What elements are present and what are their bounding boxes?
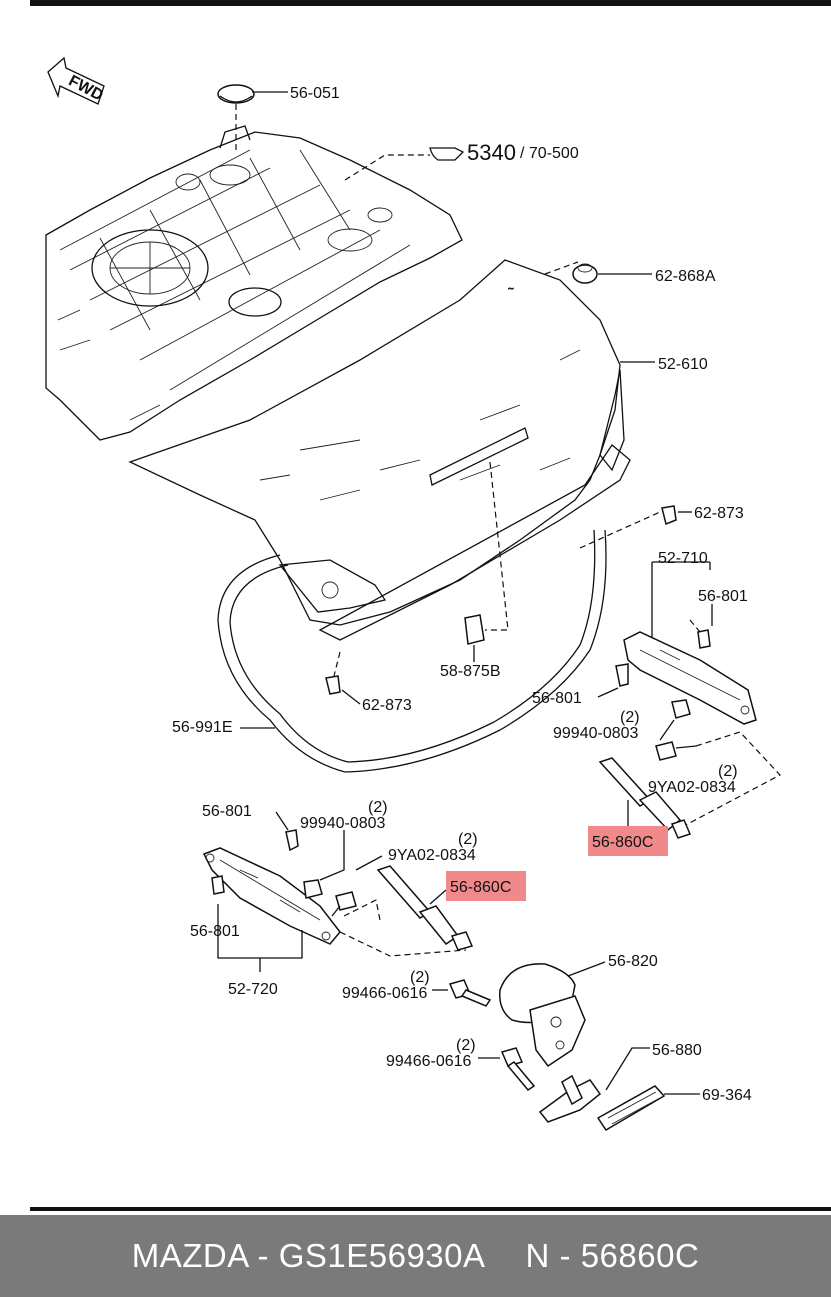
bumper-62-873-upper (579, 505, 692, 549)
label-52-710: 52-710 (658, 550, 708, 567)
cover-69-364 (596, 1085, 700, 1132)
label-56-051: 56-051 (290, 85, 340, 102)
label-99466-b: 99466-0616 (386, 1053, 472, 1070)
qty-9ya02-b: (2) (458, 831, 478, 848)
trunk-lid-drawing: ~ (128, 259, 631, 641)
label-58-875b: 58-875B (440, 663, 501, 680)
fwd-arrow-icon: FWD (47, 56, 106, 105)
label-52-720: 52-720 (228, 981, 278, 998)
label-52-610: 52-610 (658, 356, 708, 373)
hinge-52-720 (202, 811, 467, 972)
footer-bar: MAZDA - GS1E56930A N - 56860C (0, 1215, 831, 1297)
highlight-56-860c-a (588, 826, 668, 856)
label-56-860c-a: 56-860C (592, 834, 653, 851)
footer-brand-part: MAZDA - GS1E56930A (131, 1237, 486, 1274)
qty-99466-b: (2) (456, 1037, 476, 1054)
qty-9ya02-a: (2) (718, 763, 738, 780)
weatherstrip-56-991e (217, 529, 607, 773)
qty-99940-a: (2) (620, 709, 640, 726)
label-70-500: / 70-500 (520, 145, 579, 162)
bumper-62-873-lower (325, 651, 361, 705)
label-69-364: 69-364 (702, 1087, 752, 1104)
latch-56-820 (499, 961, 606, 1068)
label-99940-a: 99940-0803 (553, 725, 639, 742)
label-62-873-b: 62-873 (362, 697, 412, 714)
label-62-868a: 62-868A (655, 268, 716, 285)
bolt-99466-upper (432, 979, 492, 1007)
qty-99940-b: (2) (368, 799, 388, 816)
label-56-801-d: 56-801 (190, 923, 240, 940)
bumper-62-868a (544, 261, 652, 284)
label-56-801-a: 56-801 (698, 588, 748, 605)
label-99940-b: 99940-0803 (300, 815, 386, 832)
hinge-52-710 (597, 561, 781, 829)
label-56-860c-b: 56-860C (450, 879, 511, 896)
label-56-801-c: 56-801 (202, 803, 252, 820)
top-rule (30, 0, 831, 6)
footer-rule (30, 1207, 831, 1211)
rear-panel-drawing (45, 125, 463, 441)
svg-text:~: ~ (508, 284, 514, 295)
parts-diagram: FWD 56-051 5340 / 70-500 ~ (45, 56, 781, 1132)
label-56-991e: 56-991E (172, 719, 233, 736)
label-56-880: 56-880 (652, 1042, 702, 1059)
striker-56-880 (538, 1047, 650, 1123)
lock-58-875b (464, 461, 509, 662)
damper-56-860c-lower (376, 865, 474, 951)
bolt-99466-lower (478, 1047, 536, 1091)
label-9ya02-a: 9YA02-0834 (648, 779, 736, 796)
damper-56-860c-upper (598, 757, 692, 839)
label-56-801-b: 56-801 (532, 690, 582, 707)
leader-5340 (344, 154, 430, 181)
label-9ya02-b: 9YA02-0834 (388, 847, 476, 864)
plug-56-051 (217, 84, 288, 150)
label-5340: 5340 (467, 140, 516, 165)
label-99466-a: 99466-0616 (342, 985, 428, 1002)
label-62-873-a: 62-873 (694, 505, 744, 522)
qty-99466-a: (2) (410, 969, 430, 986)
hand-pointer-icon (429, 147, 465, 161)
highlight-56-860c-b (446, 871, 526, 901)
footer-number: N - 56860C (525, 1237, 700, 1274)
label-56-820: 56-820 (608, 953, 658, 970)
